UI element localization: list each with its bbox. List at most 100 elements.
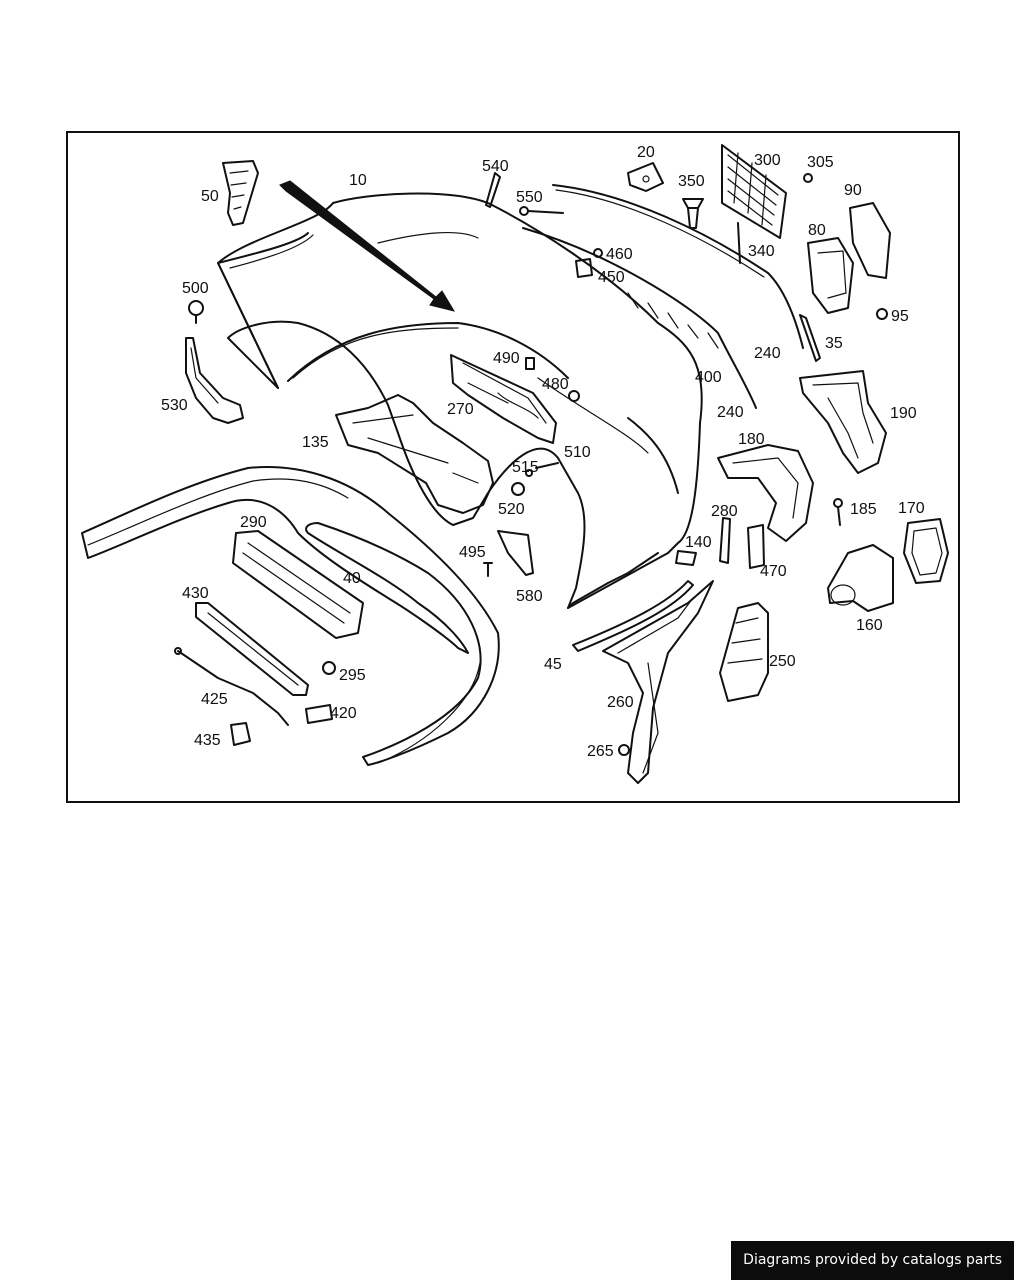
callout-240-a: 240: [754, 345, 781, 362]
callout-45: 45: [544, 656, 562, 673]
callout-425: 425: [201, 691, 228, 708]
callout-10: 10: [349, 172, 367, 189]
part-270-beam[interactable]: [450, 354, 557, 444]
callout-540: 540: [482, 158, 509, 175]
part-420-connector[interactable]: [305, 704, 333, 724]
part-35-trim[interactable]: [799, 314, 821, 362]
part-510-pin[interactable]: [535, 462, 559, 469]
part-260-support[interactable]: [602, 580, 714, 784]
callout-550: 550: [516, 189, 543, 206]
callout-400: 400: [695, 369, 722, 386]
part-350-pin[interactable]: [682, 198, 704, 229]
part-160-exhaust-tip[interactable]: [827, 544, 894, 612]
callout-95: 95: [891, 308, 909, 325]
callout-460: 460: [606, 246, 633, 263]
part-460-nut[interactable]: [593, 248, 603, 258]
part-185-bolt[interactable]: [833, 498, 843, 526]
part-400-trim[interactable]: [627, 292, 719, 349]
part-265-screw[interactable]: [618, 744, 630, 756]
part-435-sensor[interactable]: [230, 722, 251, 746]
part-180-bracket[interactable]: [717, 444, 814, 542]
part-90-cover[interactable]: [849, 202, 891, 279]
part-135-bracket[interactable]: [335, 394, 494, 514]
callout-260: 260: [607, 694, 634, 711]
callout-180: 180: [738, 431, 765, 448]
callout-580: 580: [516, 588, 543, 605]
callout-490: 490: [493, 350, 520, 367]
callout-185: 185: [850, 501, 877, 518]
callout-450: 450: [598, 269, 625, 286]
callout-140: 140: [685, 534, 712, 551]
callout-300: 300: [754, 152, 781, 169]
callout-420: 420: [330, 705, 357, 722]
part-190-bracket[interactable]: [799, 370, 887, 474]
part-250-bracket[interactable]: [719, 602, 769, 702]
callout-90: 90: [844, 182, 862, 199]
part-450-clip[interactable]: [575, 258, 593, 278]
part-280-clip[interactable]: [675, 550, 697, 566]
callout-530: 530: [161, 397, 188, 414]
exploded-parts-diagram: 10 20 35 40 45 50 80 90 95 135 140 160 1…: [81, 144, 949, 784]
part-240-strip-upper[interactable]: [552, 184, 804, 349]
callout-270: 270: [447, 401, 474, 418]
callout-135: 135: [302, 434, 329, 451]
callout-35: 35: [825, 335, 843, 352]
parts-diagram-frame: 10 20 35 40 45 50 80 90 95 135 140 160 1…: [66, 131, 960, 803]
part-490-clip[interactable]: [525, 357, 535, 370]
callout-510: 510: [564, 444, 591, 461]
callout-305: 305: [807, 154, 834, 171]
part-305-screw[interactable]: [803, 173, 813, 183]
part-495-screw[interactable]: [483, 562, 493, 577]
callout-430: 430: [182, 585, 209, 602]
callout-265: 265: [587, 743, 614, 760]
part-470-pad[interactable]: [747, 524, 765, 569]
part-480-nut[interactable]: [568, 390, 580, 402]
callout-160: 160: [856, 617, 883, 634]
callout-250: 250: [769, 653, 796, 670]
callout-240-b: 240: [717, 404, 744, 421]
part-300-grille[interactable]: [721, 144, 787, 239]
part-95-screw[interactable]: [876, 308, 888, 320]
part-10-bumper-cover[interactable]: [217, 192, 703, 609]
direction-arrow: [279, 180, 456, 312]
part-520-nut[interactable]: [511, 482, 525, 496]
part-140-clip[interactable]: [719, 517, 731, 564]
callout-350: 350: [678, 173, 705, 190]
callout-515: 515: [512, 459, 539, 476]
callout-labels: 10 20 35 40 45 50 80 90 95 135 140 160 1…: [161, 144, 925, 760]
callout-80: 80: [808, 222, 826, 239]
callout-290: 290: [240, 514, 267, 531]
part-430-strip[interactable]: [195, 602, 309, 696]
callout-295: 295: [339, 667, 366, 684]
callout-40: 40: [343, 570, 361, 587]
callout-340: 340: [748, 243, 775, 260]
credit-badge: Diagrams provided by catalogs parts: [731, 1241, 1014, 1280]
callout-470: 470: [760, 563, 787, 580]
callout-20: 20: [637, 144, 655, 161]
part-580-trim[interactable]: [497, 530, 534, 576]
part-40-diffuser[interactable]: [81, 466, 500, 766]
part-170-ring[interactable]: [903, 518, 949, 584]
callout-170: 170: [898, 500, 925, 517]
callout-435: 435: [194, 732, 221, 749]
part-500-screw[interactable]: [188, 300, 204, 324]
part-50-bracket[interactable]: [222, 160, 259, 226]
part-20-cover[interactable]: [627, 162, 664, 192]
callout-495: 495: [459, 544, 486, 561]
part-550-bolt[interactable]: [519, 206, 564, 216]
part-340-rod[interactable]: [737, 222, 741, 264]
part-515-washer[interactable]: [525, 469, 533, 477]
part-425-cable[interactable]: [174, 647, 289, 726]
callout-500: 500: [182, 280, 209, 297]
part-295-nut[interactable]: [322, 661, 336, 675]
part-240-strip-lower[interactable]: [522, 227, 757, 409]
part-540-trim[interactable]: [485, 172, 501, 208]
callout-280: 280: [711, 503, 738, 520]
callout-480: 480: [542, 376, 569, 393]
part-290-strip[interactable]: [232, 530, 364, 639]
part-45-trim[interactable]: [572, 580, 694, 652]
callout-190: 190: [890, 405, 917, 422]
callout-50: 50: [201, 188, 219, 205]
part-530-support[interactable]: [185, 337, 244, 424]
part-80-housing[interactable]: [807, 237, 854, 314]
